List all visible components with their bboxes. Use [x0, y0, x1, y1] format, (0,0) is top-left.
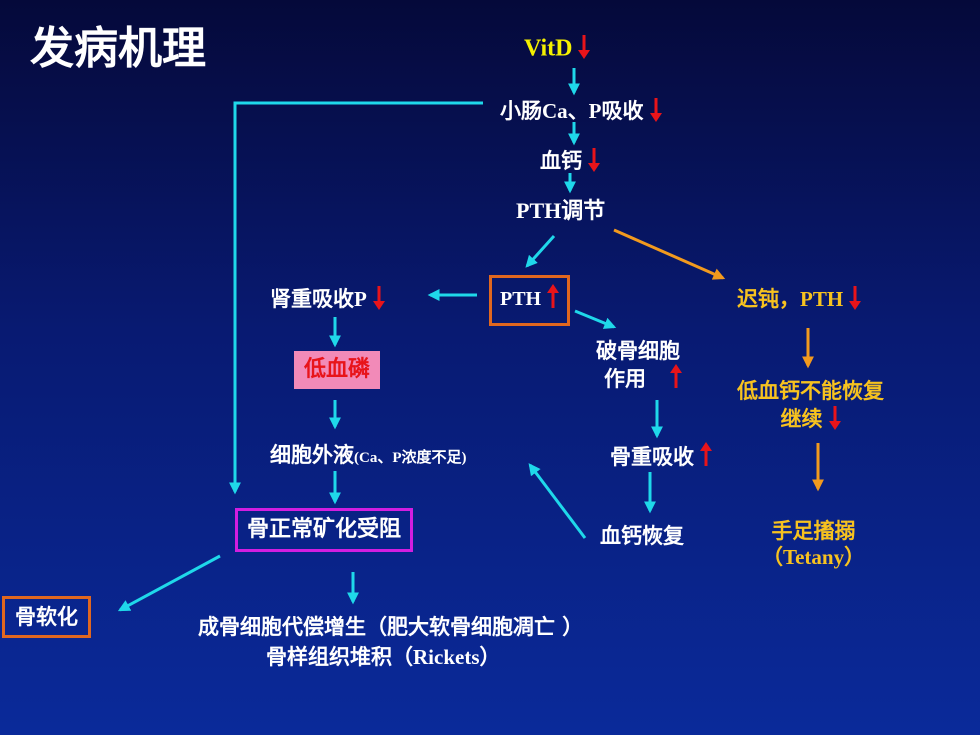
calcium-restored-node: 血钙恢复	[600, 524, 684, 548]
delayed-status-arrow	[849, 284, 862, 316]
hypophosphatemia-node: 低血磷	[294, 351, 381, 389]
renal-label-b: P	[354, 287, 367, 311]
delayed-response-node: 迟钝，PTH	[737, 284, 862, 316]
calcium-not-restored-node: 低血钙不能恢复 继续	[737, 378, 884, 436]
osteoclast-node: 破骨细胞 作用	[594, 338, 682, 396]
arrow-pth-regulation-to-delayed	[613, 228, 726, 280]
pth-regulation-label-b: 调节	[561, 199, 606, 224]
pth-status-arrow	[547, 284, 560, 317]
bottom-line2-a: 骨样组织堆积（	[266, 645, 413, 669]
intestine-absorption-node: 小肠Ca、P吸收	[500, 96, 662, 128]
osteoclast-status-arrow	[670, 364, 682, 396]
renal-reabsorption-node: 肾重吸收P	[270, 284, 385, 316]
arrow-intestine-to-mineralization	[229, 101, 483, 495]
page-title: 发病机理	[30, 23, 206, 74]
calcium-not-restored-line1: 低血钙不能恢复	[737, 379, 884, 403]
calcium-not-restored-line2: 继续	[780, 407, 823, 431]
arrow-mineralization-to-osteomalacia	[117, 554, 221, 612]
intestine-label-c: 吸收	[601, 99, 644, 123]
arrow-calcium-restore-to-ecf	[528, 463, 587, 539]
intestine-label-a: 小肠	[500, 99, 542, 123]
arrow-pth-to-osteoclast	[574, 309, 617, 329]
osteoclast-line1: 破骨细胞	[596, 339, 680, 363]
mineralization-blocked-box: 骨正常矿化受阻	[235, 508, 414, 552]
tetany-term: Tetany	[783, 545, 845, 569]
delayed-label-b: PTH	[800, 287, 844, 311]
pth-regulation-node: PTH调节	[516, 198, 605, 225]
ecf-label-a: 细胞外液	[270, 443, 354, 467]
bottom-line2-term: Rickets	[413, 645, 480, 669]
bottom-note: 成骨细胞代偿增生（肥大软骨细胞凋亡 ） 骨样组织堆积（Rickets）	[198, 614, 583, 670]
tetany-line1: 手足搐搦	[771, 519, 856, 543]
pth-regulation-label-a: PTH	[516, 198, 562, 223]
tetany-paren-open: （	[762, 545, 783, 569]
renal-status-arrow	[372, 284, 385, 316]
bone-resorption-label: 骨重吸收	[610, 445, 694, 469]
bone-resorption-status-arrow	[700, 442, 712, 474]
blood-calcium-label: 血钙	[540, 149, 582, 173]
renal-label-a: 肾重吸收	[270, 287, 354, 311]
extracellular-fluid-node: 细胞外液(Ca、P浓度不足)	[270, 442, 467, 471]
tetany-node: 手足搐搦 （Tetany）	[762, 518, 865, 570]
pth-label: PTH	[500, 288, 542, 311]
pth-box: PTH	[489, 275, 571, 326]
intestine-label-b: Ca、P	[542, 99, 602, 123]
osteomalacia-box: 骨软化	[2, 596, 91, 638]
calcium-not-restored-status-arrow	[828, 404, 841, 436]
bottom-line2-c: ）	[479, 645, 501, 669]
intestine-status-arrow	[649, 96, 662, 128]
arrow-pth-regulation-to-pth	[525, 234, 556, 268]
bone-resorption-node: 骨重吸收	[610, 442, 712, 474]
blood-calcium-node: 血钙	[540, 146, 600, 178]
bottom-line1: 成骨细胞代偿增生（肥大软骨细胞凋亡 ）	[198, 615, 584, 639]
osteoclast-line2: 作用	[604, 367, 646, 391]
ecf-label-b: (Ca、P浓度不足)	[354, 450, 467, 466]
vitd-label: VitD	[524, 35, 573, 62]
vitd-status-arrow	[578, 33, 591, 67]
delayed-label-a: 迟钝，	[737, 287, 800, 311]
blood-calcium-status-arrow	[588, 146, 600, 178]
vitd-node: VitD	[524, 33, 591, 67]
tetany-paren-close: ）	[844, 545, 866, 569]
